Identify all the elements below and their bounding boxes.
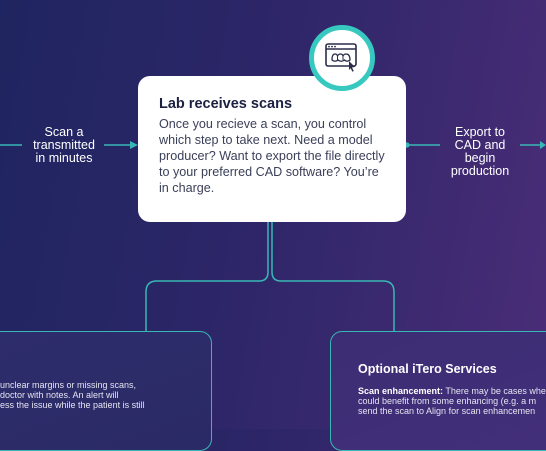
panel-text-lead: Scan enhancement:: [358, 386, 444, 396]
step-label-scan-transmitted: Scan a transmitted in minutes: [24, 126, 104, 165]
optional-itero-services-text: Scan enhancement: There may be cases whe…: [358, 386, 546, 416]
step-label-line: production: [450, 164, 510, 178]
connector-lines: [0, 141, 546, 331]
step-label-line: transmitted: [33, 138, 95, 152]
step-label-line: CAD and: [454, 138, 506, 152]
connector-branch-left: [145, 222, 269, 331]
panel-text-line: unclear margins or missing scans,: [0, 380, 137, 390]
panel-text-line: ess the issue while the patient is still: [0, 400, 145, 410]
arrowhead-out-right: [540, 141, 546, 149]
arrowhead-into-card: [130, 141, 138, 149]
card-body: Once you recieve a scan, you control whi…: [159, 117, 385, 195]
lab-review-panel-text: unclear margins or missing scans, doctor…: [0, 380, 145, 410]
step-label-export-to-cad: Export to CAD and begin production: [440, 126, 520, 178]
diagram-canvas: Scan a transmitted in minutes Export to …: [0, 25, 546, 451]
panel-text-line: could benefit from some enhancing (e.g. …: [358, 396, 537, 406]
step-label-line: Scan a: [44, 125, 84, 139]
card-icon-badge: [309, 25, 375, 91]
panel-text-line: send the scan to Align for scan enhancem…: [358, 406, 536, 416]
browser-window-teeth-icon: [325, 43, 357, 72]
panel-text-rest: There may be cases whe: [443, 386, 546, 396]
panel-text-line: doctor with notes. An alert will: [0, 390, 119, 400]
step-label-line: begin: [464, 151, 496, 165]
panel-text-line: Scan enhancement: There may be cases whe: [358, 386, 546, 396]
panel-title: Optional iTero Services: [358, 362, 497, 376]
step-label-line: in minutes: [35, 151, 93, 165]
card-title: Lab receives scans: [159, 96, 293, 112]
step-label-line: Export to: [454, 125, 506, 139]
lab-receives-scans-card: Lab receives scans Once you recieve a sc…: [138, 76, 406, 222]
connector-branch-right: [271, 222, 395, 331]
